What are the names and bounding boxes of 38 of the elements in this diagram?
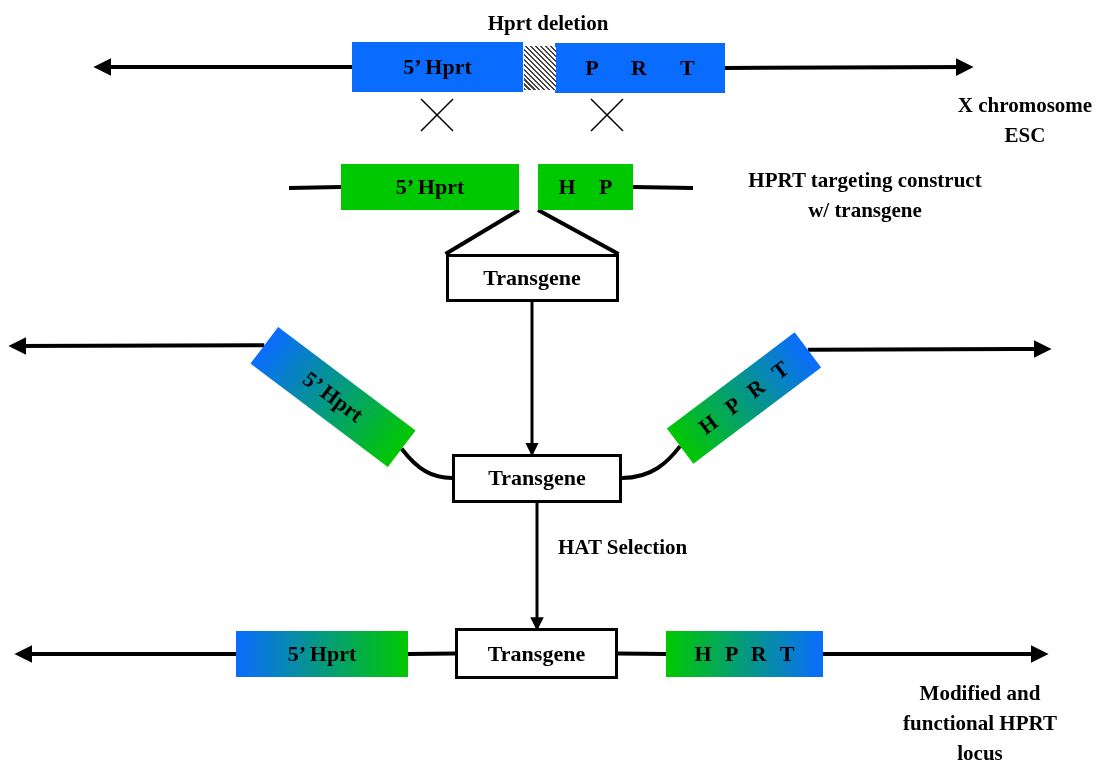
- deleted-region: [523, 46, 556, 90]
- arrow: [823, 645, 1049, 663]
- segment-label: Transgene: [487, 640, 586, 667]
- text-label: HPRT targeting construct w/ transgene: [747, 167, 983, 224]
- segment-label: 5’ Hprt: [403, 54, 472, 80]
- segment-label: 5’ Hprt: [395, 174, 465, 200]
- dna-line: [537, 208, 620, 256]
- text-label: X chromosome ESC: [956, 92, 1094, 149]
- transgene-box: [455, 628, 618, 679]
- text-label: Hprt deletion: [486, 10, 610, 37]
- text-label: Modified and functional HPRT locus: [902, 680, 1058, 767]
- segment-label: H P R T: [694, 641, 795, 667]
- dna-line: [632, 185, 694, 190]
- dna-line: [407, 651, 456, 656]
- homology-arm: [341, 164, 519, 210]
- homology-arm: [538, 164, 633, 210]
- arrow: [807, 340, 1052, 359]
- dna-line: [288, 185, 342, 190]
- arrow: [8, 336, 265, 355]
- dna-line: [617, 651, 667, 656]
- dna-line: [621, 444, 682, 480]
- segment-label: Transgene: [488, 465, 586, 491]
- segment-label: Transgene: [483, 265, 581, 291]
- dna-line: [444, 208, 521, 256]
- transgene-box: [445, 254, 619, 302]
- segment-label: P R T: [585, 55, 695, 81]
- gene-segment: [236, 631, 408, 677]
- gene-segment: [666, 631, 823, 677]
- arrow: [725, 58, 974, 77]
- arrow: [14, 645, 236, 663]
- segment-label: H P: [558, 174, 613, 200]
- segment-label: H P R T: [693, 355, 795, 441]
- segment-label: 5’ Hprt: [287, 641, 357, 667]
- gene-segment: [555, 43, 725, 93]
- arrow: [93, 58, 352, 76]
- gene-segment: [352, 42, 523, 92]
- transgene-box: [452, 453, 622, 503]
- dna-line: [400, 447, 453, 480]
